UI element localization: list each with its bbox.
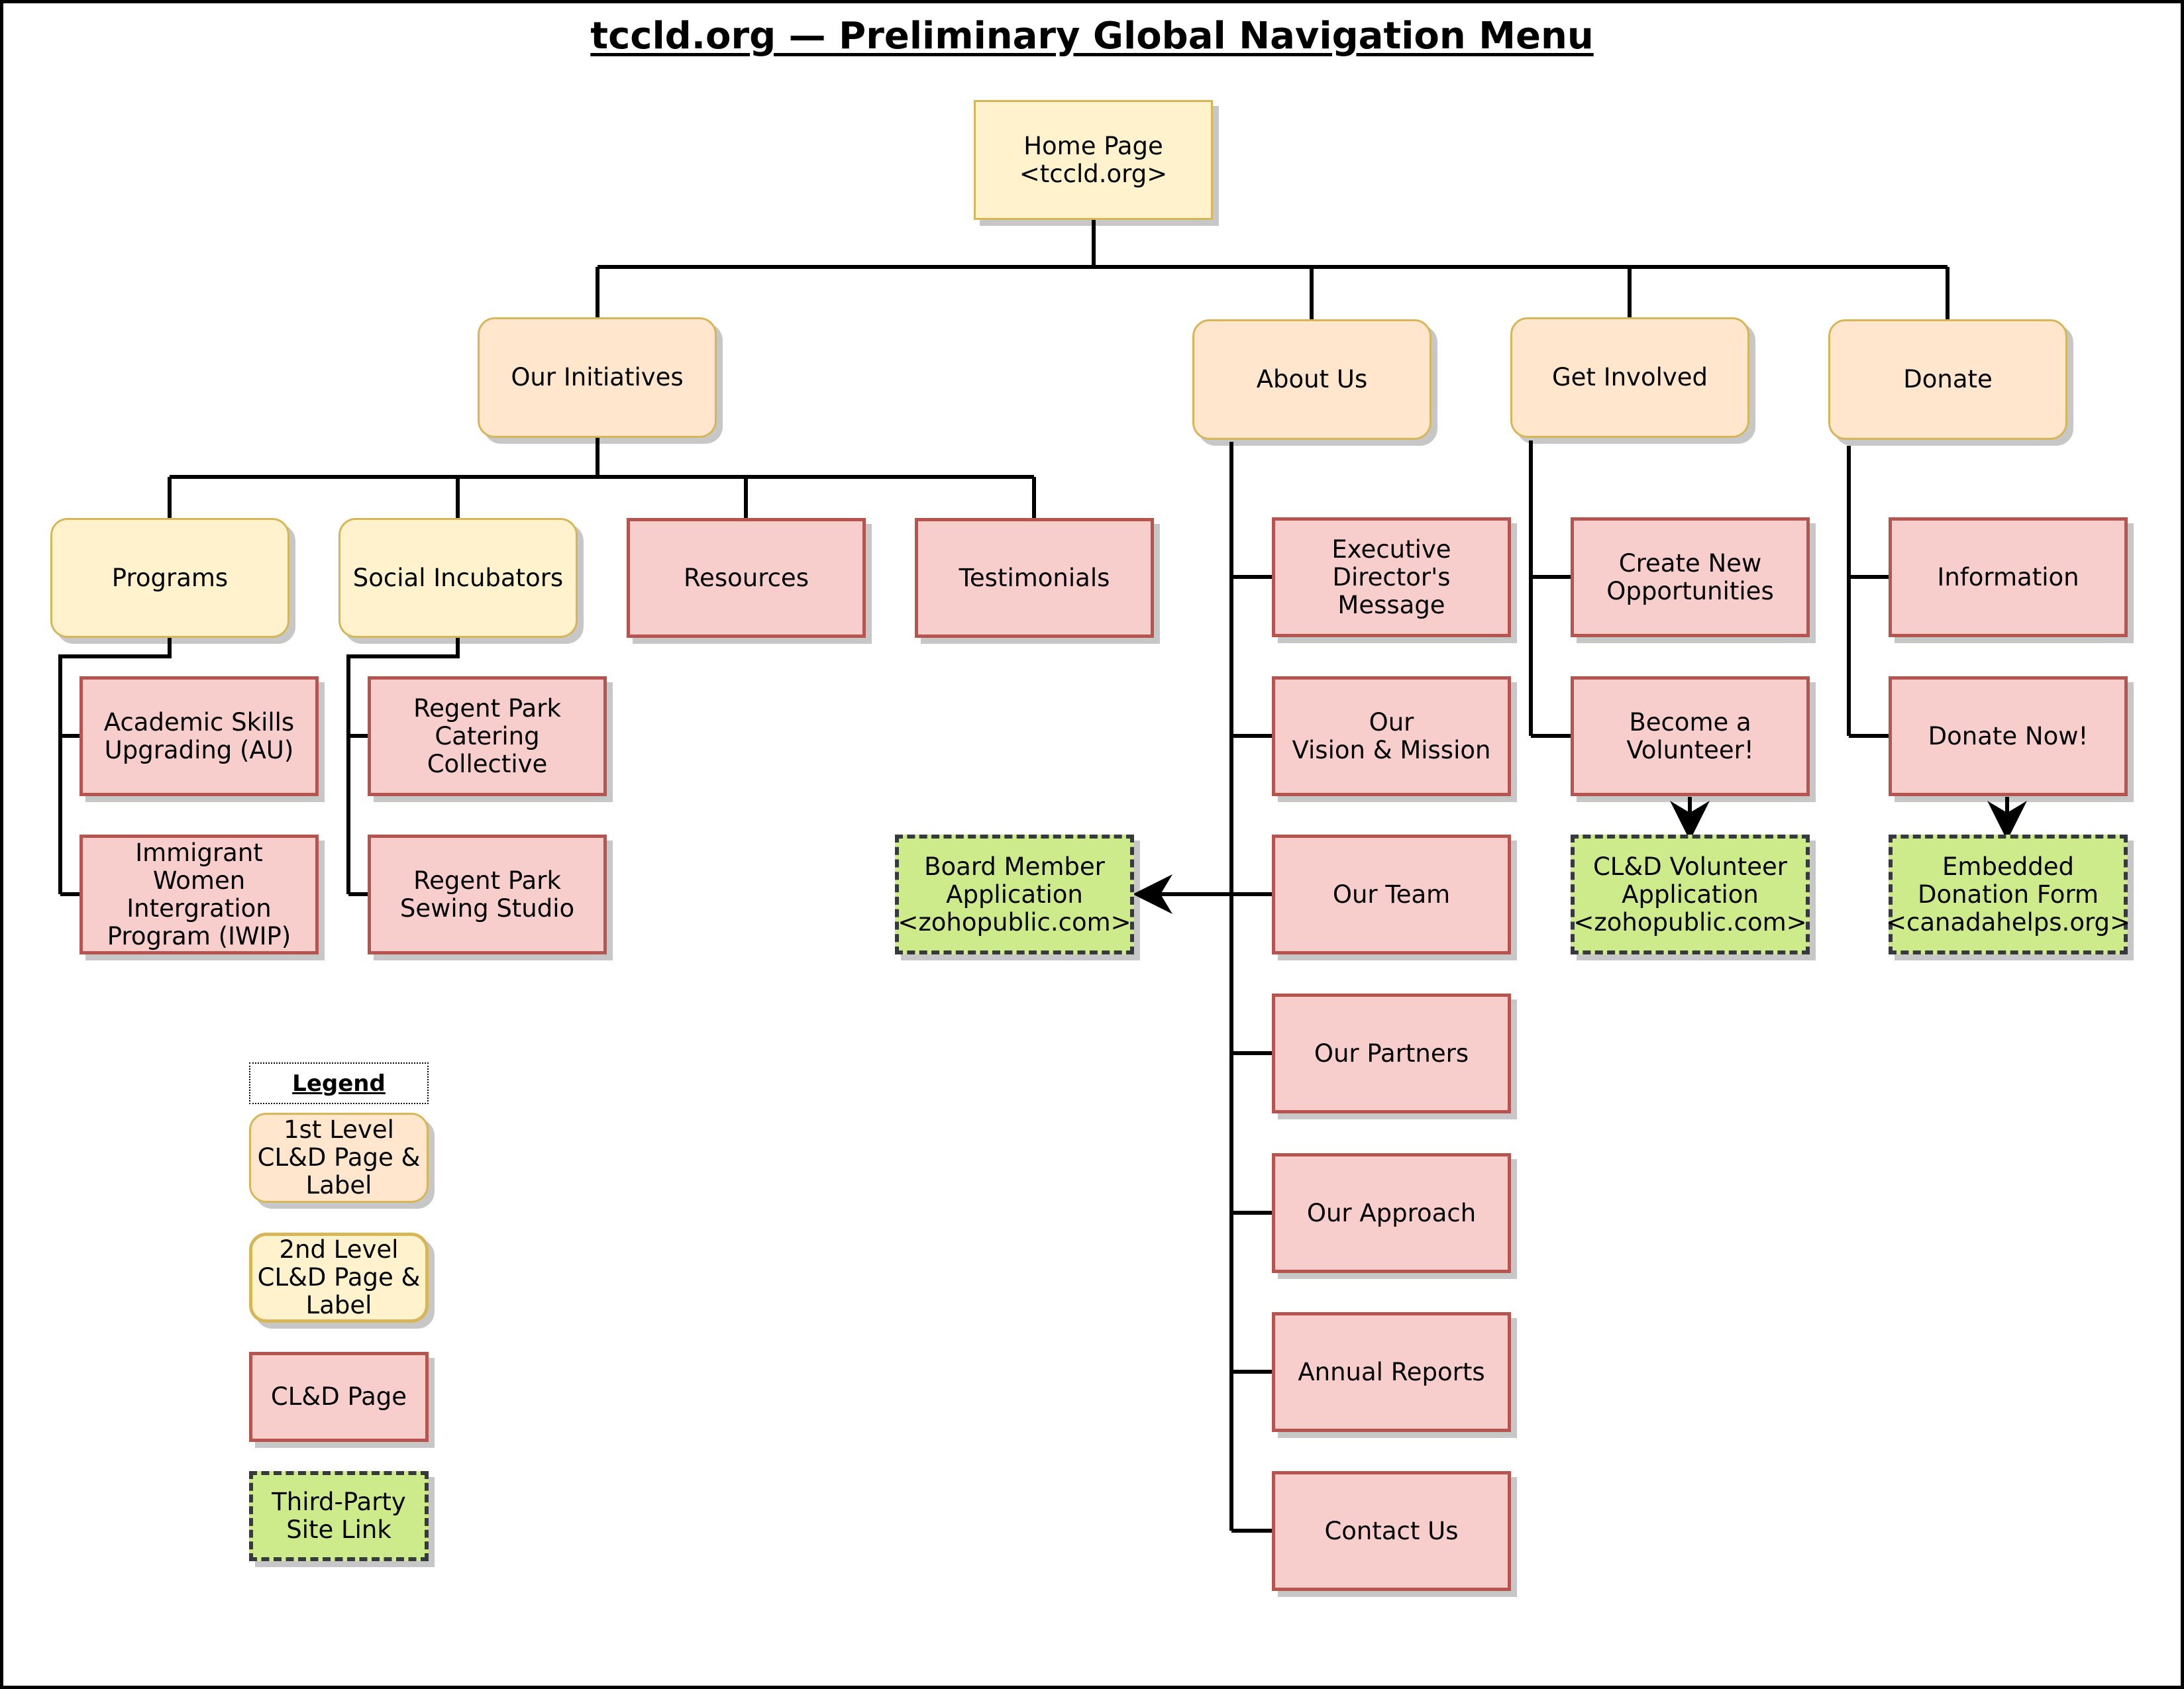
programs-node: Programs: [50, 518, 289, 638]
donate-node: Donate: [1828, 319, 2067, 440]
home-page-node: Home Page <tccld.org>: [974, 100, 1213, 220]
information-node: Information: [1889, 517, 2128, 637]
annual-reports-node: Annual Reports: [1272, 1312, 1511, 1432]
donate-now-node: Donate Now!: [1889, 676, 2128, 796]
our-approach-node: Our Approach: [1272, 1153, 1511, 1273]
executive-message-node: Executive Director's Message: [1272, 517, 1511, 637]
our-initiatives-node: Our Initiatives: [478, 317, 717, 438]
create-opportunities-node: Create New Opportunities: [1571, 517, 1810, 637]
connector-programs-trunk: [58, 638, 172, 894]
legend-page: CL&D Page: [249, 1352, 429, 1442]
about-us-node: About Us: [1192, 319, 1431, 440]
donation-form-node[interactable]: Embedded Donation Form <canadahelps.org>: [1886, 835, 2130, 954]
academic-skills-node: Academic Skills Upgrading (AU): [79, 676, 319, 796]
legend-second-level: 2nd Level CL&D Page & Label: [249, 1233, 429, 1323]
social-incubators-node: Social Incubators: [338, 518, 578, 638]
resources-node: Resources: [627, 518, 866, 638]
board-application-node[interactable]: Board Member Application <zohopublic.com…: [895, 835, 1134, 954]
vision-mission-node: Our Vision & Mission: [1272, 676, 1511, 796]
contact-us-node: Contact Us: [1272, 1471, 1511, 1591]
legend-title: Legend: [249, 1062, 429, 1104]
get-involved-node: Get Involved: [1510, 317, 1749, 438]
legend-third-party: Third-Party Site Link: [249, 1471, 429, 1561]
our-partners-node: Our Partners: [1272, 994, 1511, 1113]
legend-first-level: 1st Level CL&D Page & Label: [249, 1113, 429, 1203]
volunteer-application-node[interactable]: CL&D Volunteer Application <zohopublic.c…: [1571, 835, 1810, 954]
diagram-title: tccld.org — Preliminary Global Navigatio…: [590, 15, 1594, 58]
our-team-node: Our Team: [1272, 835, 1511, 954]
connector-incubators-trunk: [346, 638, 460, 894]
become-volunteer-node: Become a Volunteer!: [1571, 676, 1810, 796]
testimonials-node: Testimonials: [915, 518, 1154, 638]
sewing-studio-node: Regent Park Sewing Studio: [368, 835, 607, 954]
iwip-node: Immigrant Women Intergration Program (IW…: [79, 835, 319, 954]
catering-collective-node: Regent Park Catering Collective: [368, 676, 607, 796]
